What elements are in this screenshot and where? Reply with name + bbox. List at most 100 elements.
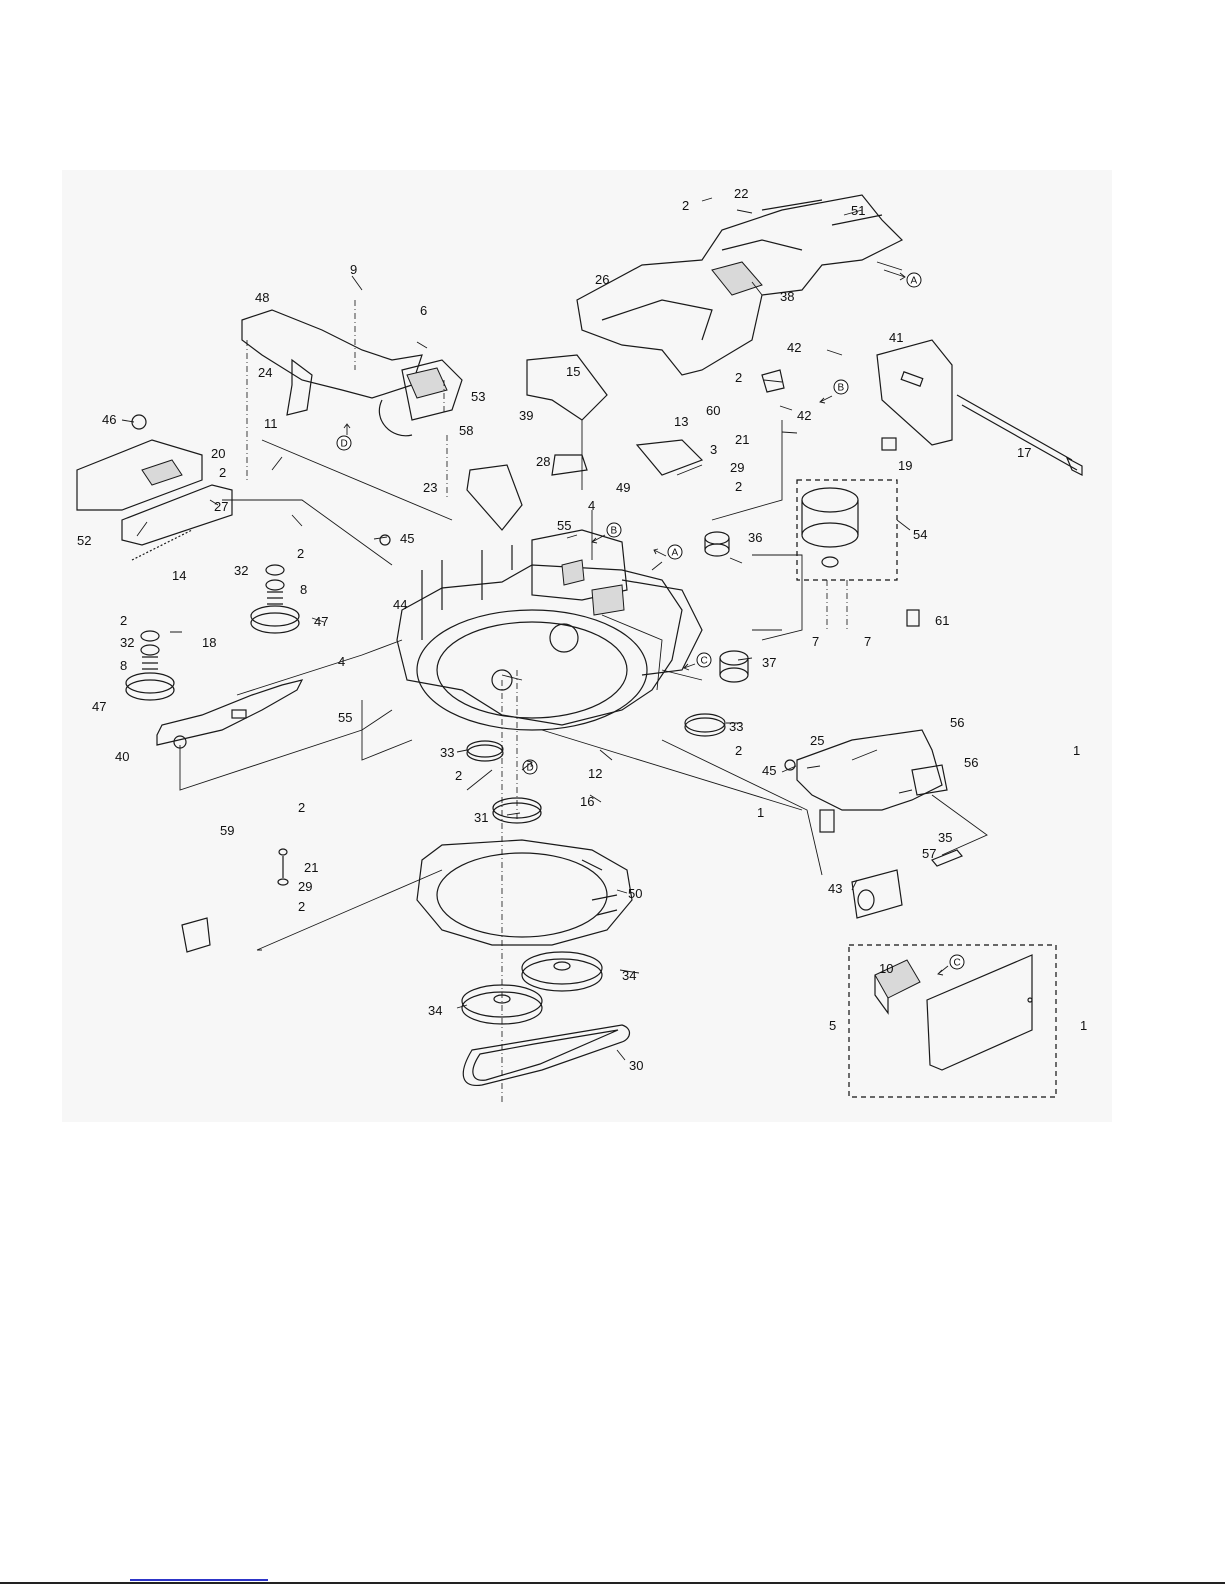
callout-8: 8 [120,658,127,673]
footer-link-underline[interactable] [130,1579,268,1581]
callout-42: 42 [787,340,801,355]
motor-bracket [797,730,962,918]
callout-49: 49 [616,480,630,495]
callout-29: 29 [730,460,744,475]
callout-51: 51 [851,203,865,218]
callout-43: 43 [828,881,842,896]
ring-plate [417,840,632,945]
connection-lines [180,420,987,950]
callout-33: 33 [729,719,743,734]
callout-8: 8 [300,582,307,597]
callout-34: 34 [428,1003,442,1018]
arrow-d-plate [344,424,350,435]
callout-46: 46 [102,412,116,427]
arrow-b-chassis [592,535,605,543]
callout-27: 27 [214,499,228,514]
ref-mark-a-top-label: A [911,276,918,287]
callout-58: 58 [459,423,473,438]
callout-2: 2 [682,198,689,213]
callout-1: 1 [757,805,764,820]
callout-47: 47 [92,699,106,714]
callout-59: 59 [220,823,234,838]
callout-37: 37 [762,655,776,670]
callout-17: 17 [1017,445,1031,460]
arrow-b-side [820,396,832,403]
callout-23: 23 [423,480,437,495]
callout-2: 2 [120,613,127,628]
callout-9: 9 [350,262,357,277]
callout-24: 24 [258,365,272,380]
callout-35: 35 [938,830,952,845]
right-gears [467,532,748,761]
callout-5: 5 [829,1018,836,1033]
callout-26: 26 [595,272,609,287]
arrow-c-pcb [938,966,948,975]
callout-19: 19 [898,458,912,473]
callout-34: 34 [622,968,636,983]
callout-44: 44 [393,597,407,612]
callout-1: 1 [1073,743,1080,758]
callout-55: 55 [557,518,571,533]
arrow-a-chassis [654,549,666,556]
pulleys-and-belt [462,798,630,1085]
callout-7: 7 [812,634,819,649]
callout-47: 47 [314,614,328,629]
callout-22: 22 [734,186,748,201]
callout-15: 15 [566,364,580,379]
callout-45: 45 [400,531,414,546]
callout-2: 2 [297,546,304,561]
callout-30: 30 [629,1058,643,1073]
callout-31: 31 [474,810,488,825]
left-slider-plates [77,440,232,560]
callout-leaders [122,198,912,1060]
callout-33: 33 [440,745,454,760]
callout-25: 25 [810,733,824,748]
callout-2: 2 [298,899,305,914]
callout-18: 18 [202,635,216,650]
callout-1: 1 [1080,1018,1087,1033]
callout-55: 55 [338,710,352,725]
callout-28: 28 [536,454,550,469]
exploded-parts-diagram: A B B A C D D C 1 1 [62,170,1112,1122]
main-chassis [397,530,702,730]
callout-20: 20 [211,446,225,461]
callout-45: 45 [762,763,776,778]
arrow-a-top [884,270,905,280]
callout-2: 2 [455,768,462,783]
callout-7: 7 [864,634,871,649]
diagram-canvas: A B B A C D D C 1 1 [62,170,1112,1122]
small-parts [132,355,795,952]
callout-53: 53 [471,389,485,404]
callout-50: 50 [628,886,642,901]
callout-39: 39 [519,408,533,423]
page-bottom-rule [0,1582,1225,1584]
callout-6: 6 [420,303,427,318]
callout-4: 4 [588,498,595,513]
callout-60: 60 [706,403,720,418]
callout-38: 38 [780,289,794,304]
ref-mark-c-pcb-label: C [954,958,961,969]
callout-40: 40 [115,749,129,764]
ref-mark-b-side-label: B [838,383,845,394]
callout-29: 29 [298,879,312,894]
callout-2: 2 [219,465,226,480]
arrow-c-chassis [684,664,695,670]
ref-mark-d-plate-label: D [341,439,348,450]
ref-mark-b-chassis-label: B [611,526,618,537]
side-bracket [877,340,1082,475]
callout-32: 32 [120,635,134,650]
callout-54: 54 [913,527,927,542]
callout-12: 12 [588,766,602,781]
callout-10: 10 [879,961,893,976]
callout-21: 21 [735,432,749,447]
callout-2: 2 [735,479,742,494]
callout-2: 2 [735,370,742,385]
callout-3: 3 [710,442,717,457]
callout-61: 61 [935,613,949,628]
left-gears [126,565,299,700]
motor-assembly [797,480,919,626]
ref-mark-c-chassis-label: C [701,656,708,667]
callout-56: 56 [964,755,978,770]
assembly-axes [247,300,847,1105]
lever-plate [157,680,302,748]
